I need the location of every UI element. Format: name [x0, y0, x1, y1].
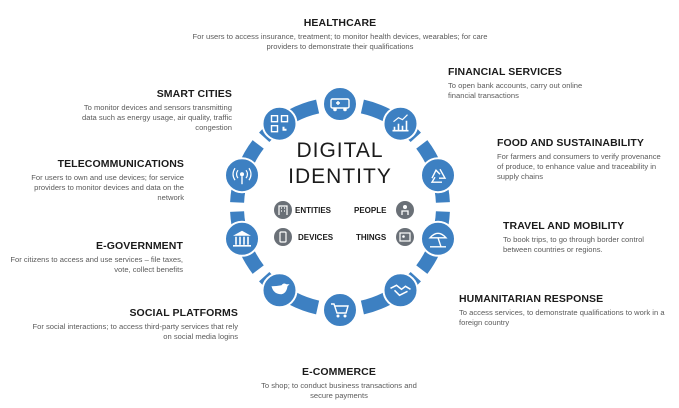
sector-title: FINANCIAL SERVICES: [448, 66, 563, 78]
sector-title: E-COMMERCE: [302, 366, 376, 378]
sector-node: [382, 105, 419, 142]
center-title: DIGITAL IDENTITY: [270, 138, 410, 190]
sector-title: TRAVEL AND MOBILITY: [503, 220, 625, 232]
sector-node: [420, 220, 456, 257]
ambulance-icon: [330, 98, 350, 112]
sector-description: For farmers and consumers to verify prov…: [497, 152, 661, 181]
sector-title: E-GOVERNMENT: [96, 240, 183, 252]
person-icon: [401, 205, 409, 215]
sector-telecommunications: TELECOMMUNICATIONS For users to own and …: [6, 158, 184, 203]
sector-food-and-sustainability: FOOD AND SUSTAINABILITY For farmers and …: [497, 137, 667, 182]
entity-badge: [396, 201, 414, 219]
sector-description: For citizens to access and use services …: [10, 255, 183, 274]
sector-title: TELECOMMUNICATIONS: [57, 158, 184, 170]
sector-node: [224, 220, 260, 257]
entity-badge: [396, 228, 414, 246]
sector-description: To open bank accounts, carry out online …: [448, 81, 583, 100]
signal-icon: [232, 167, 252, 185]
handshake-icon: [390, 284, 411, 297]
bird-icon: [271, 283, 290, 295]
sector-humanitarian-response: HUMANITARIAN RESPONSE To access services…: [459, 293, 669, 328]
node-circle: [420, 157, 456, 194]
sector-description: For users to own and use devices; for se…: [31, 173, 184, 202]
sector-description: To access services, to demonstrate quali…: [459, 308, 665, 327]
sector-nodes: [224, 86, 456, 328]
sector-social-platforms: SOCIAL PLATFORMS For social interactions…: [28, 307, 238, 342]
qr-code-icon: [270, 114, 289, 133]
sector-title: SMART CITIES: [156, 88, 232, 100]
building-icon: [278, 205, 288, 215]
node-circle: [224, 220, 260, 257]
entity-label-people: PEOPLE: [354, 206, 387, 215]
sector-smart-cities: SMART CITIES To monitor devices and sens…: [80, 88, 232, 133]
node-circle: [382, 272, 419, 309]
sector-node: [420, 157, 456, 194]
ring-segment: [360, 99, 391, 122]
entity-badge: [274, 228, 292, 246]
entity-label-entities: ENTITIES: [295, 206, 332, 215]
sector-description: For social interactions; to access third…: [32, 322, 238, 341]
sector-title: FOOD AND SUSTAINABILITY: [497, 137, 644, 149]
shopping-cart-icon: [331, 303, 349, 318]
sector-title: HEALTHCARE: [303, 17, 377, 29]
center-icons: [274, 201, 414, 246]
sector-description: To shop; to conduct business transaction…: [261, 381, 417, 400]
beach-umbrella-icon: [428, 232, 448, 248]
node-circle: [382, 105, 419, 142]
sector-e-commerce: E-COMMERCE To shop; to conduct business …: [254, 366, 424, 401]
sector-title: HUMANITARIAN RESPONSE: [459, 293, 604, 305]
node-circle: [261, 105, 298, 142]
sector-node: [322, 86, 358, 122]
node-circle: [322, 86, 358, 122]
sector-node: [382, 272, 419, 309]
sector-financial-services: FINANCIAL SERVICES To open bank accounts…: [448, 66, 588, 101]
ring-segment: [289, 292, 320, 315]
entity-label-things: THINGS: [356, 233, 387, 242]
sector-description: For users to access insurance, treatment…: [192, 32, 488, 51]
sector-healthcare: HEALTHCARE For users to access insurance…: [190, 17, 490, 52]
sector-node: [224, 157, 260, 194]
sector-node: [322, 292, 358, 328]
mobile-device-icon: [279, 231, 287, 243]
id-card-icon: [399, 232, 411, 242]
center-title-line1: DIGITAL: [296, 139, 384, 162]
node-circle: [322, 292, 358, 328]
sector-node: [261, 272, 298, 309]
government-building-icon: [233, 230, 251, 247]
entity-badge: [274, 201, 292, 219]
sector-travel-and-mobility: TRAVEL AND MOBILITY To book trips, to go…: [503, 220, 658, 255]
recycle-icon: [430, 168, 447, 183]
ring-segment: [360, 292, 391, 315]
sector-description: To book trips, to go through border cont…: [503, 235, 644, 254]
ring-segment: [289, 99, 320, 122]
sector-description: To monitor devices and sensors transmitt…: [82, 103, 232, 132]
sector-title: SOCIAL PLATFORMS: [129, 307, 238, 319]
sector-node: [261, 105, 298, 142]
entity-label-devices: DEVICES: [298, 233, 334, 242]
sector-e-government: E-GOVERNMENT For citizens to access and …: [8, 240, 183, 275]
center-title-line2: IDENTITY: [288, 165, 392, 188]
chart-growth-icon: [392, 114, 409, 132]
